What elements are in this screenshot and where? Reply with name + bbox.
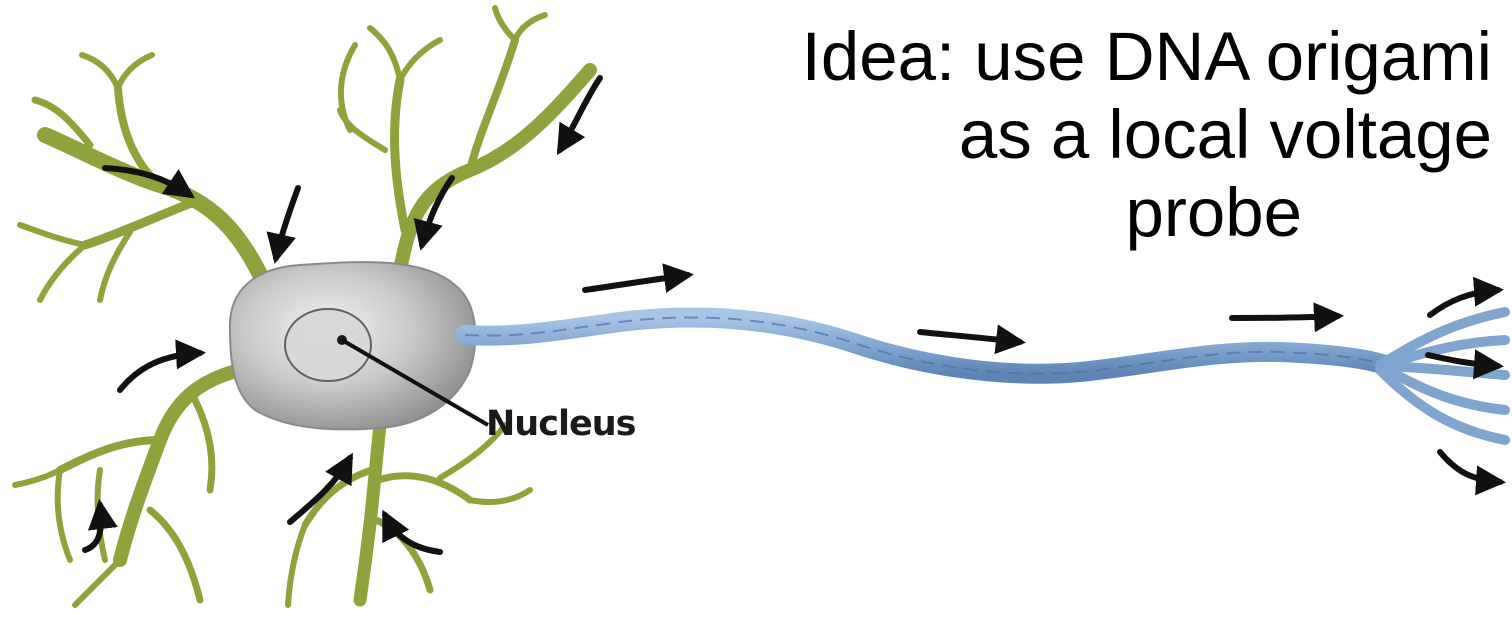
arrow-dendrite-7 <box>290 458 350 522</box>
dendrite-lower-left <box>15 370 240 605</box>
arrow-terminal-2 <box>1428 355 1498 366</box>
arrow-axon-1 <box>585 275 688 290</box>
dendrite-lower-center <box>288 425 530 605</box>
headline-line-1: Idea: use DNA origami <box>592 18 1492 96</box>
arrow-axon-3 <box>1232 316 1338 318</box>
headline-line-3: probe <box>592 174 1302 252</box>
axon <box>465 317 1385 373</box>
arrow-axon-2 <box>920 332 1020 342</box>
arrow-dendrite-2 <box>276 188 298 258</box>
dendrite-top <box>340 8 590 270</box>
nucleus <box>285 309 371 381</box>
slide-headline: Idea: use DNA origami as a local voltage… <box>592 18 1492 252</box>
arrow-terminal-3 <box>1440 452 1500 482</box>
axon-terminals <box>1380 312 1505 440</box>
arrow-dendrite-6 <box>85 505 101 550</box>
arrow-dendrite-5 <box>120 353 200 390</box>
headline-line-2: as a local voltage <box>592 96 1492 174</box>
nucleus-label: Nucleus <box>486 404 635 444</box>
dendrite-upper-left <box>20 55 265 300</box>
